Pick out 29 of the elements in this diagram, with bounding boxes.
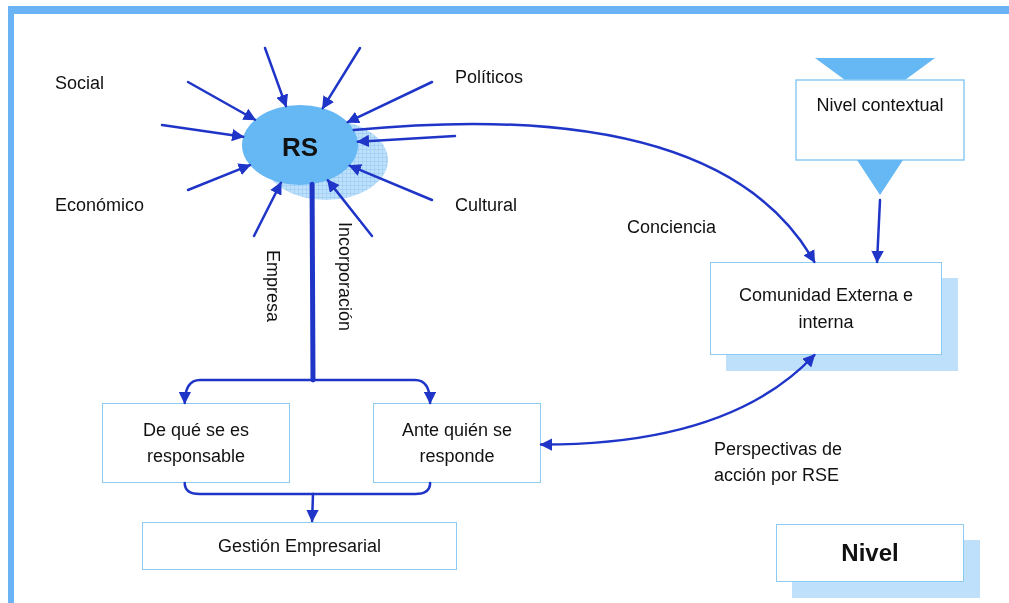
- arrow: [348, 164, 434, 202]
- process-box: De qué se es responsable: [102, 403, 290, 483]
- process-box: Ante quién se responde: [373, 403, 541, 483]
- factor-label: Cultural: [455, 194, 518, 217]
- arrow: [178, 378, 315, 405]
- connector-line: [183, 481, 315, 496]
- arrow: [326, 178, 374, 238]
- process-box: Gestión Empresarial: [142, 522, 457, 570]
- arrow: [346, 80, 434, 124]
- factor-label: Económico: [55, 194, 145, 217]
- trunk-line: [309, 181, 316, 383]
- arrow: [306, 492, 319, 523]
- connector-line: [311, 481, 432, 496]
- arrow: [356, 134, 457, 148]
- factor-label: Social: [55, 72, 105, 95]
- arrow: [186, 80, 257, 121]
- arrow: [186, 163, 252, 192]
- arrow: [352, 122, 816, 264]
- arrow: [311, 378, 436, 405]
- factor-label: Políticos: [455, 66, 524, 89]
- node-label: RS: [280, 131, 320, 164]
- arrow: [263, 46, 289, 108]
- ellipse-node: [242, 105, 390, 202]
- arrow: [871, 198, 884, 264]
- arrow: [321, 46, 362, 110]
- node-label: Nivel contextual: [815, 94, 945, 117]
- arrow: [539, 353, 816, 451]
- arrow: [160, 123, 245, 142]
- arrow: [252, 181, 283, 238]
